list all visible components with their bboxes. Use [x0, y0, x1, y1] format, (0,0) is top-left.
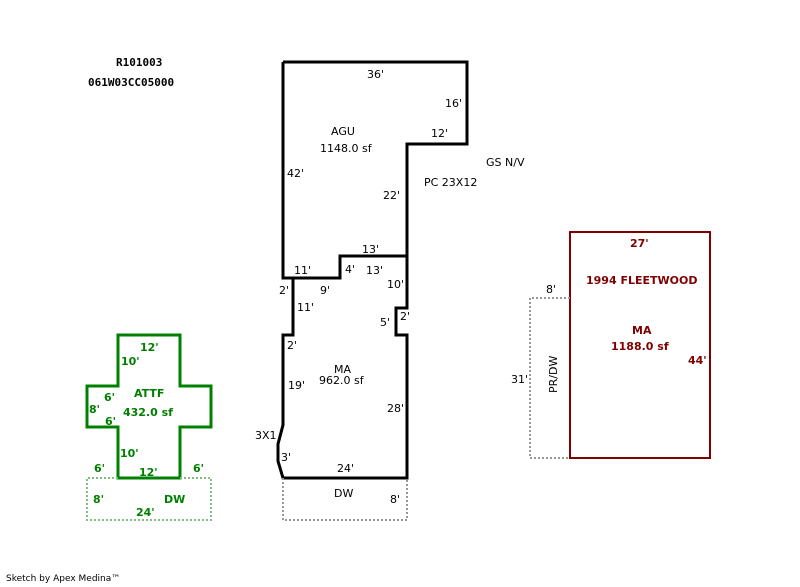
- dim-agu-notch: 12': [431, 127, 448, 140]
- dim-dw-left-6: 6': [94, 462, 105, 475]
- dim-agu-top: 36': [367, 68, 384, 81]
- dim-ma-bump-5: 5': [380, 316, 390, 329]
- note-bay: 3X1: [255, 429, 277, 442]
- dim-ma-step-9: 9': [320, 284, 330, 297]
- agu-area: 1148.0 sf: [320, 142, 373, 155]
- dim-step-4: 4': [345, 263, 355, 276]
- dim-prdw-left: 31': [511, 373, 528, 386]
- dim-agu-right-lower: 22': [383, 189, 400, 202]
- note-gs: GS N/V: [486, 156, 525, 169]
- dim-fw-right: 44': [688, 354, 707, 367]
- dim-ma-left-11: 11': [297, 301, 314, 314]
- map-number: 061W03CC05000: [88, 76, 175, 89]
- dim-ma-top-right: 13': [366, 264, 383, 277]
- dw-main-outline: [282, 478, 408, 521]
- dim-attf-upper-left: 10': [121, 355, 140, 368]
- dim-ma-bay-3: 3': [281, 451, 291, 464]
- dim-ma-step-left-2: 2': [279, 284, 289, 297]
- attf-code: ATTF: [134, 387, 164, 400]
- ma-code: MA: [334, 363, 351, 376]
- dim-attf-lower-left: 10': [120, 447, 139, 460]
- dim-agu-bottom-left: 11': [294, 264, 311, 277]
- dim-dw-right-6: 6': [193, 462, 204, 475]
- agu-code: AGU: [331, 125, 355, 138]
- dim-attf-arm-left: 8': [89, 403, 100, 416]
- ma-area: 962.0 sf: [319, 374, 365, 387]
- note-pc: PC 23X12: [424, 176, 477, 189]
- account-id: R101003: [116, 56, 163, 69]
- dim-fw-top: 27': [630, 237, 649, 250]
- dim-ma-bottom-24: 24': [337, 462, 354, 475]
- dim-ma-left-19: 19': [288, 379, 305, 392]
- footer-credit: Sketch by Apex Medina™: [6, 574, 121, 584]
- dim-dw-attf-8: 8': [93, 493, 104, 506]
- dim-attf-top: 12': [140, 341, 159, 354]
- dim-agu-left: 42': [287, 167, 304, 180]
- dim-ma-right-28: 28': [387, 402, 404, 415]
- dim-dw-attf-24: 24': [136, 506, 155, 519]
- dim-dw-main-8: 8': [390, 493, 400, 506]
- dw-attf-outline: [86, 477, 212, 521]
- dim-ma-bump-2: 2': [400, 310, 410, 323]
- fleetwood-area: 1188.0 sf: [611, 340, 669, 353]
- attf-area: 432.0 sf: [123, 406, 173, 419]
- fleetwood-code: MA: [632, 324, 652, 337]
- dw-attf-code: DW: [164, 493, 185, 506]
- dw-main-code: DW: [334, 487, 353, 500]
- fleetwood-title: 1994 FLEETWOOD: [586, 274, 697, 287]
- prdw-outline: [529, 297, 570, 459]
- dim-attf-bottom: 12': [139, 466, 158, 479]
- dim-ma-right-upper: 10': [387, 278, 404, 291]
- dim-agu-bottom-right: 13': [362, 243, 379, 256]
- dim-agu-right-upper: 16': [445, 97, 462, 110]
- dim-ma-left-2: 2': [287, 339, 297, 352]
- dim-attf-arm-bottom: 6': [105, 415, 116, 428]
- prdw-code: PR/DW: [547, 356, 560, 393]
- dim-prdw-top: 8': [546, 283, 556, 296]
- dim-attf-arm-top: 6': [104, 391, 115, 404]
- ma-outline: [276, 254, 409, 480]
- fleetwood-outline: [569, 231, 711, 459]
